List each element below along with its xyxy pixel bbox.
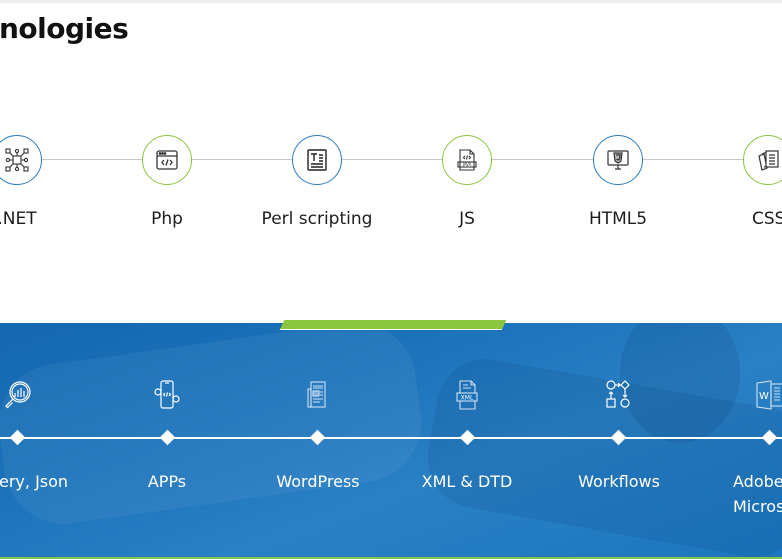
skill-label-wordpress: WordPress — [276, 472, 360, 491]
search-chart-icon — [5, 381, 31, 409]
section-heading: nologies — [0, 12, 129, 45]
top-border — [0, 0, 782, 3]
tech-label-js: JS — [459, 209, 475, 229]
tech-label-dotnet: .NET — [0, 209, 37, 229]
browser-code-icon — [156, 150, 178, 170]
tech-label-css: CSS — [752, 209, 782, 229]
circuit-network-icon — [5, 148, 29, 172]
background-photo-shade — [0, 323, 430, 532]
skill-icon-json — [0, 379, 34, 411]
tech-node-php[interactable] — [142, 135, 192, 185]
skill-icon-workflows — [601, 379, 635, 411]
tech-node-perl[interactable] — [292, 135, 342, 185]
skills-timeline-line — [0, 437, 782, 439]
skill-icon-apps — [150, 379, 184, 411]
skill-label-apps: APPs — [147, 472, 187, 491]
skill-label-line: Micros — [733, 497, 782, 516]
word-document-icon: W — [756, 380, 782, 410]
mobile-app-gear-icon — [154, 380, 180, 409]
skill-icon-wordpress — [300, 379, 334, 411]
xml-file-icon: XML — [456, 380, 478, 410]
section-divider-tab — [279, 320, 507, 330]
skill-icon-xml: XML — [450, 379, 484, 411]
monitor-shield-icon — [607, 150, 629, 170]
tech-node-css[interactable] — [743, 135, 782, 185]
skill-label-xml: XML & DTD — [421, 472, 513, 491]
skills-section-background — [0, 323, 782, 559]
svg-text:JAVA: JAVA — [462, 162, 472, 167]
bottom-accent-line — [0, 557, 782, 559]
skill-icon-adobe-microsoft: W — [753, 379, 782, 411]
skill-label-adobe-microsoft: Adobe Micros — [733, 469, 782, 519]
text-document-icon — [307, 149, 327, 171]
technologies-timeline-line — [0, 159, 782, 160]
background-photo-shade — [620, 323, 740, 443]
java-file-icon: JAVA — [457, 149, 477, 171]
tech-node-js[interactable]: JAVA — [442, 135, 492, 185]
stacked-documents-icon — [758, 150, 779, 171]
tech-node-html5[interactable] — [593, 135, 643, 185]
newspaper-icon — [307, 381, 326, 408]
tech-node-dotnet[interactable] — [0, 135, 42, 185]
tech-label-perl: Perl scripting — [261, 209, 373, 229]
skill-label-line: Adobe — [733, 472, 782, 491]
skill-label-workflows: Workflows — [578, 472, 660, 491]
tech-label-php: Php — [151, 209, 183, 229]
workflow-diagram-icon — [606, 380, 630, 408]
svg-text:XML: XML — [461, 395, 474, 402]
svg-text:W: W — [759, 391, 769, 402]
skill-label-json: ery, Json — [0, 472, 69, 491]
tech-label-html5: HTML5 — [588, 209, 648, 229]
